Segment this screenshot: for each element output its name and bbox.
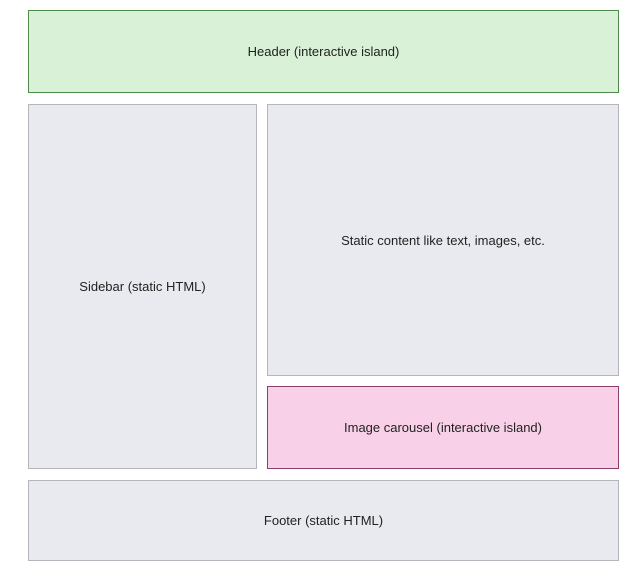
sidebar-label: Sidebar (static HTML) [79,279,206,294]
image-carousel-box: Image carousel (interactive island) [267,386,619,469]
footer-box: Footer (static HTML) [28,480,619,561]
static-content-box: Static content like text, images, etc. [267,104,619,376]
sidebar-box: Sidebar (static HTML) [28,104,257,469]
image-carousel-label: Image carousel (interactive island) [344,420,542,435]
static-content-label: Static content like text, images, etc. [341,232,545,248]
header-box: Header (interactive island) [28,10,619,93]
header-label: Header (interactive island) [247,44,400,59]
footer-label: Footer (static HTML) [263,513,384,528]
